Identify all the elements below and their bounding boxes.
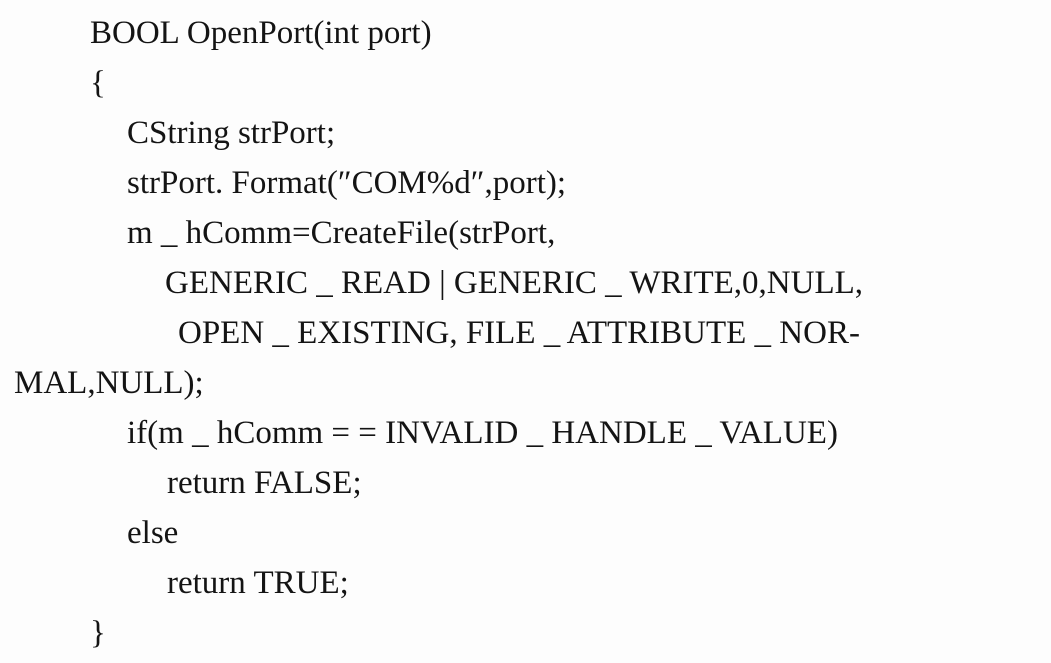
code-line-continuation: MAL,NULL); [14,365,204,401]
code-line-return-true: return TRUE; [167,565,349,601]
code-line-else: else [127,515,179,551]
code-line-function-signature: BOOL OpenPort(int port) [90,15,432,51]
code-line-return-false: return FALSE; [167,465,362,501]
code-line-declaration: CString strPort; [127,115,336,151]
code-line-format-call: strPort. Format(″COM%d″,port); [127,165,567,201]
code-line-creation-flags: OPEN _ EXISTING, FILE _ ATTRIBUTE _ NOR- [178,315,860,351]
code-line-open-brace: { [90,65,106,101]
code-line-access-flags: GENERIC _ READ | GENERIC _ WRITE,0,NULL, [165,265,864,301]
code-line-if-statement: if(m _ hComm = = INVALID _ HANDLE _ VALU… [127,415,838,451]
code-line-close-brace: } [90,615,106,651]
code-line-createfile-call: m _ hComm=CreateFile(strPort, [127,215,556,251]
